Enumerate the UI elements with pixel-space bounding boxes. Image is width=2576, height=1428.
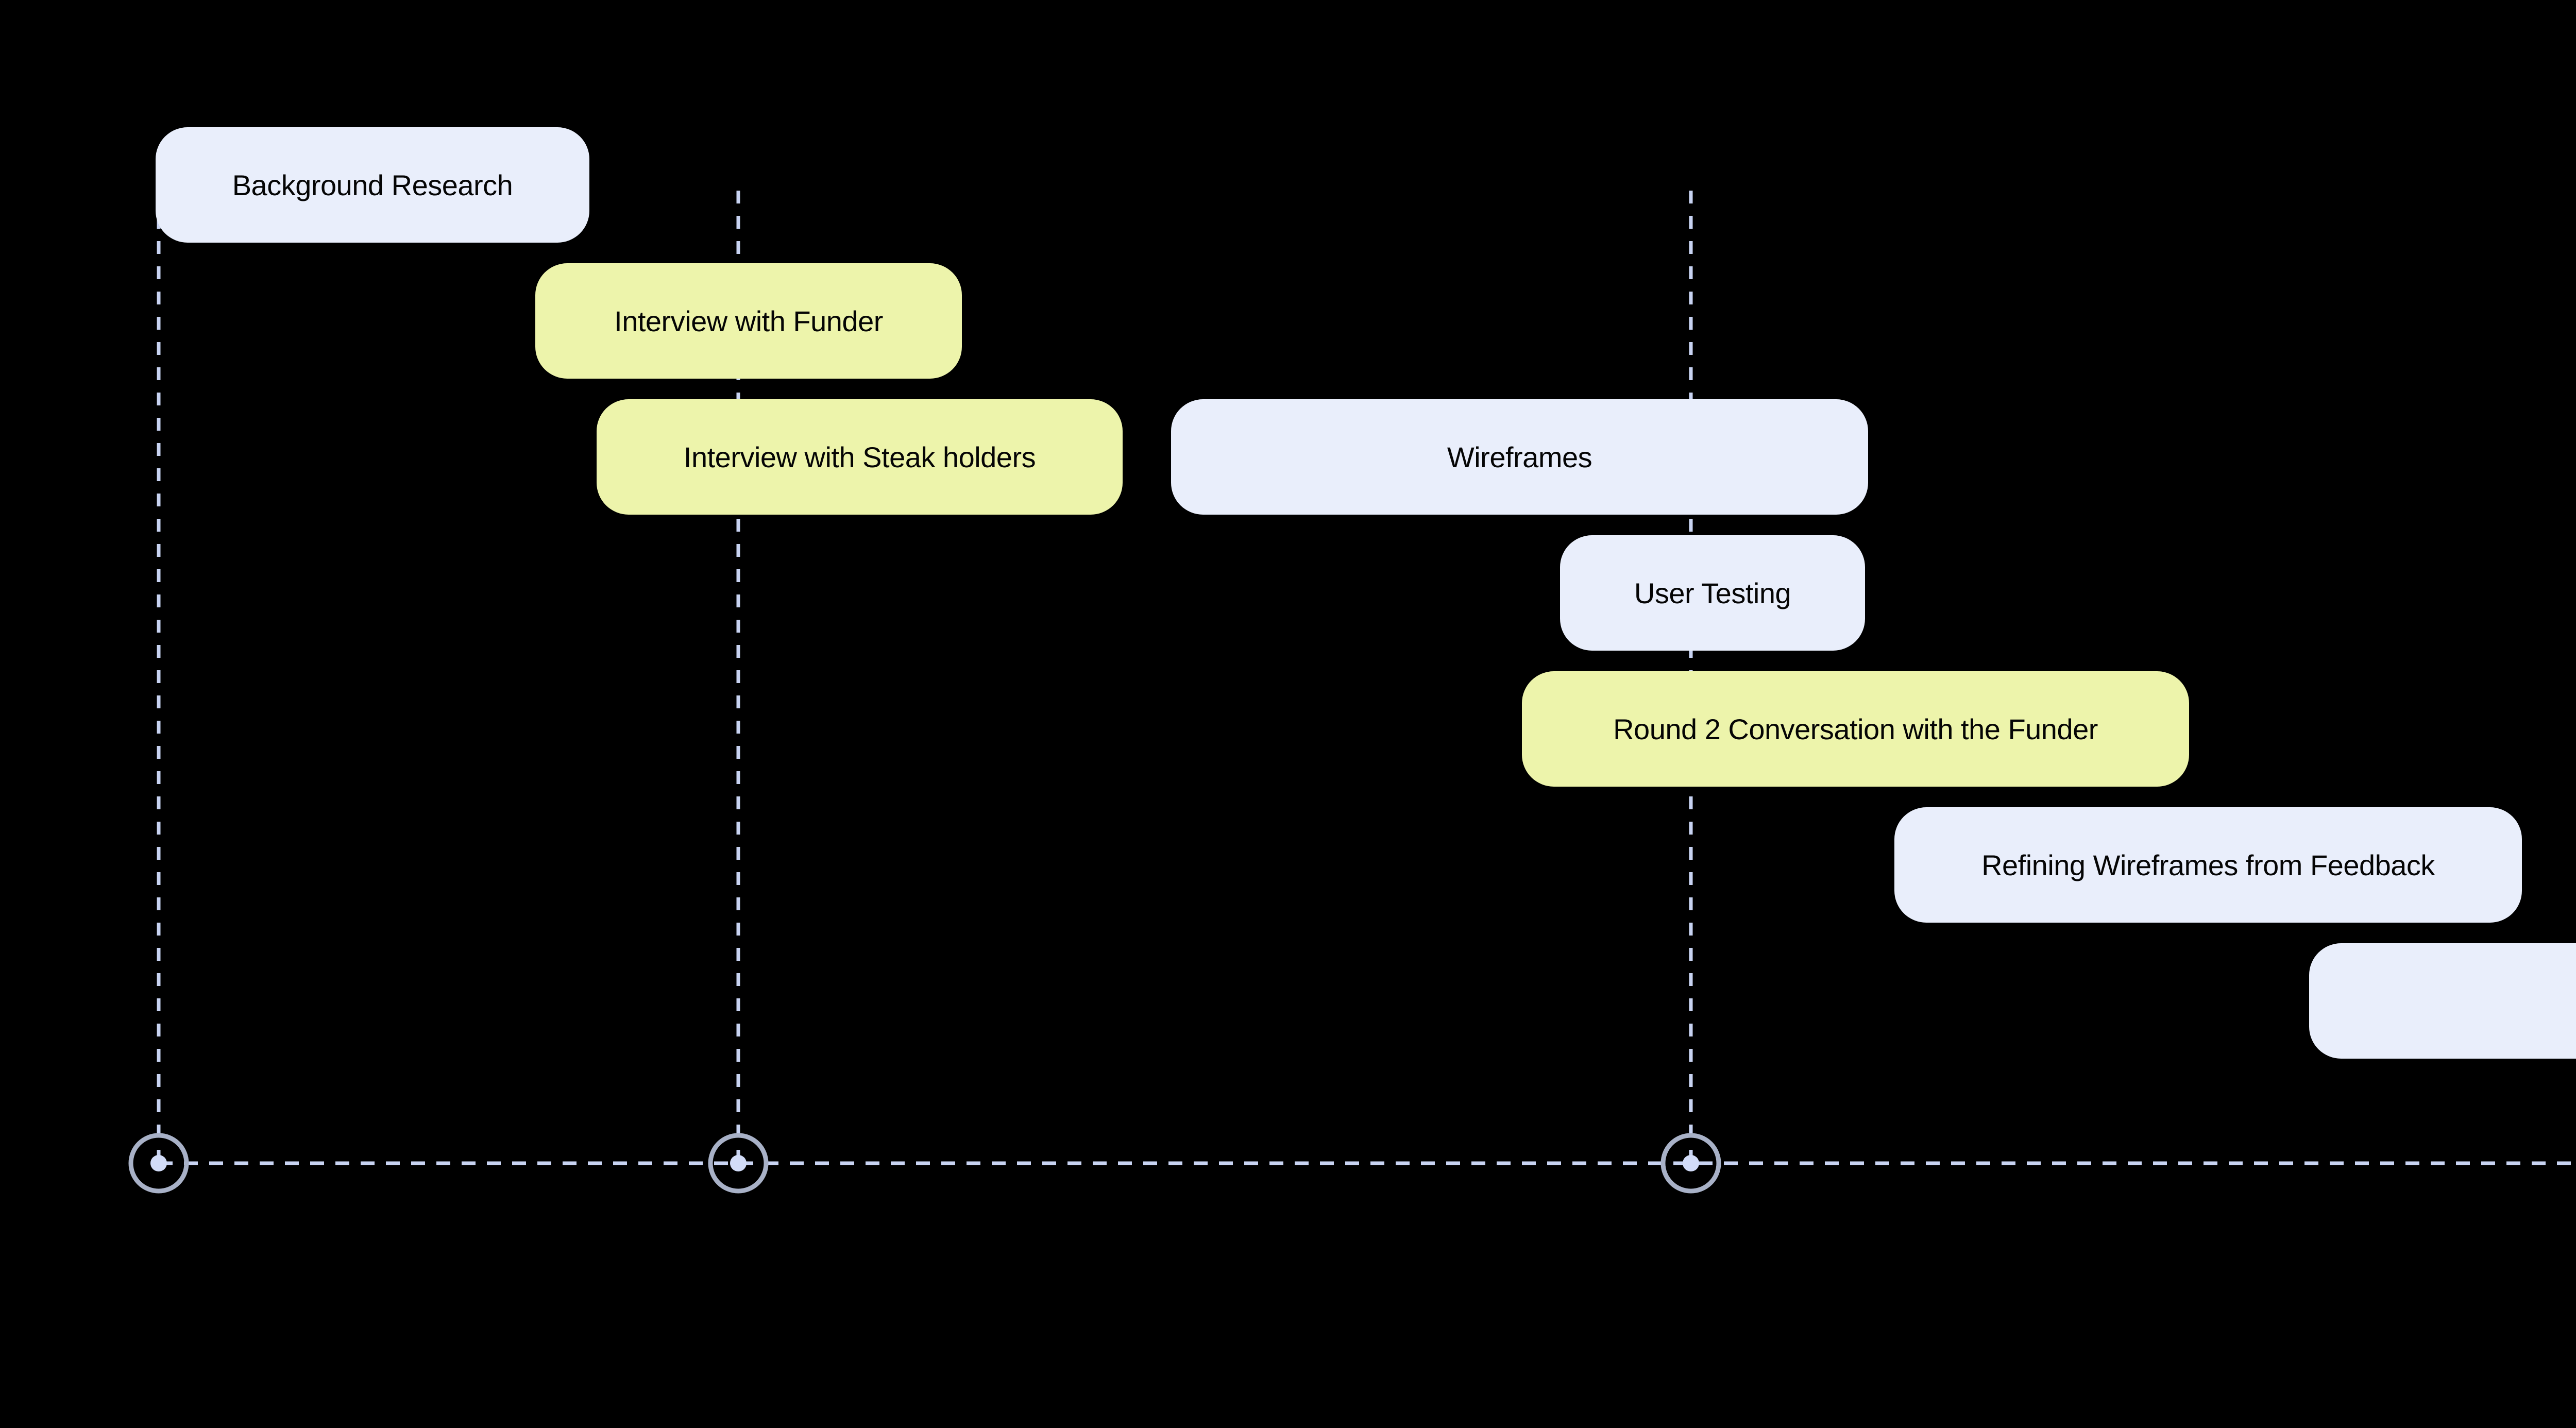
milestone-dot	[730, 1155, 747, 1171]
task-bar[interactable]: Wireframes	[1171, 399, 1868, 515]
task-bar[interactable]: Interview with Steak holders	[597, 399, 1123, 515]
milestone-ring	[708, 1133, 769, 1194]
task-bar[interactable]: Interview with Funder	[535, 263, 962, 379]
task-bar[interactable]: Refining Wireframes from Feedback	[1894, 807, 2522, 923]
milestone-ring	[128, 1133, 189, 1194]
milestone-marker[interactable]	[708, 1133, 769, 1194]
milestone-marker[interactable]	[1660, 1133, 1721, 1194]
milestone-ring	[1660, 1133, 1721, 1194]
task-bar[interactable]: Background Research	[156, 127, 589, 243]
task-bar[interactable]: Round 2 Conversation with the Funder	[1522, 671, 2189, 787]
task-bar[interactable]: User Testing	[1560, 535, 1865, 651]
task-bar[interactable]: Prototyping	[2309, 943, 2576, 1059]
milestone-marker[interactable]	[128, 1133, 189, 1194]
milestone-dot	[1683, 1155, 1699, 1171]
milestone-dot	[150, 1155, 167, 1171]
